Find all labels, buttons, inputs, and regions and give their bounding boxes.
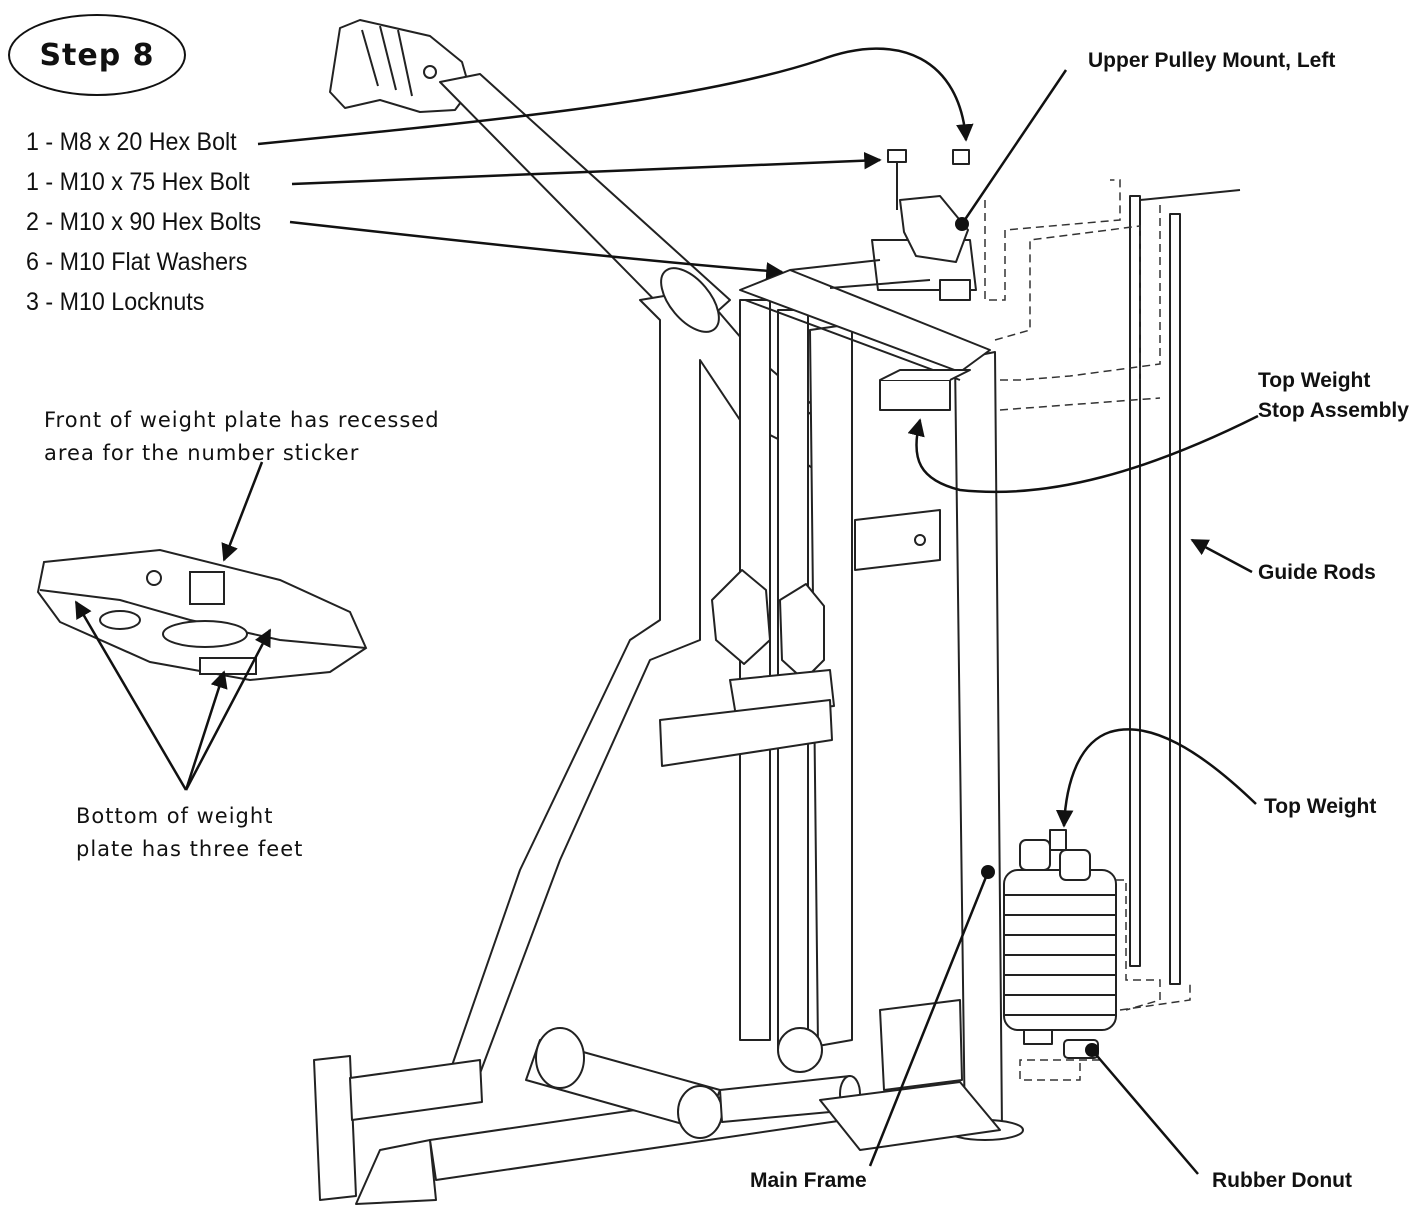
leader-dots [955,217,1099,1057]
hex-bolts-top [789,259,931,289]
part-item: 3 - M10 Locknuts [26,288,205,316]
front-upright [954,351,1003,1139]
leader-rubber-donut [1091,1049,1199,1175]
part-item: 6 - M10 Flat Washers [26,248,248,276]
exploded-guides [984,179,1191,1081]
guide-rods-drawing [1129,189,1241,985]
leader-m8-hex-bolt [257,47,974,146]
part-item: 2 - M10 x 90 Hex Bolts [26,208,262,236]
lower-cross-brace [659,699,833,767]
step-badge: Step 8 [8,14,186,96]
callout-upper-pulley-mount: Upper Pulley Mount, Left [1088,49,1336,72]
leader-front-plate [221,461,264,562]
leader-foot-3 [184,628,272,791]
leader-top-weight [1055,728,1257,828]
weight-stack [1003,829,1117,1059]
leader-guide-rods [1190,538,1253,574]
upper-pulley-mount-drawing [871,149,977,301]
leader-foot-1 [74,600,188,791]
leader-m10x75-hex-bolt [291,151,882,186]
front-plate-note: Front of weight plate has recessed area … [44,408,440,465]
leader-foot-2 [184,670,228,791]
callout-rubber-donut: Rubber Donut [1212,1169,1352,1192]
diagonal-tube-upper [439,73,731,337]
part-item: 1 - M8 x 20 Hex Bolt [26,128,237,156]
top-cross-member [739,269,991,411]
leader-m10x90-hex-bolts [289,220,784,280]
callout-top-weight: Top Weight [1264,795,1377,818]
leader-main-frame [868,871,990,1167]
callout-guide-rods: Guide Rods [1258,561,1376,584]
callout-top-weight-stop: Top Weight Stop Assembly [1258,369,1409,422]
leader-lines [74,47,1259,1175]
parts-list: 1 - M8 x 20 Hex Bolt 1 - M10 x 75 Hex Bo… [26,122,279,322]
middle-pulley-bracket [854,509,941,571]
bottom-plate-note: Bottom of weight plate has three feet [76,804,304,861]
weight-plate-detail [36,548,368,682]
leader-upper-pulley-mount [960,69,1068,225]
base-frame [313,999,1001,1205]
leader-top-weight-stop [907,414,1259,494]
rear-upright [739,299,771,1041]
loose-pulley-assembly [329,19,471,113]
part-item: 1 - M10 x 75 Hex Bolt [26,168,250,196]
callout-main-frame: Main Frame [750,1169,867,1192]
